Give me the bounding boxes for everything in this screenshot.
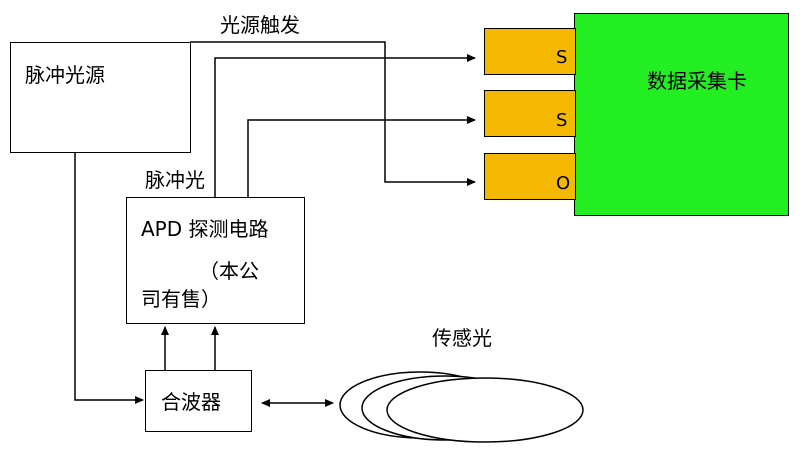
port-s-1-label: S xyxy=(556,47,568,68)
port-o: O xyxy=(484,153,576,200)
pulse-light-label: 脉冲光 xyxy=(145,168,205,192)
daq-label: 数据采集卡 xyxy=(647,69,747,93)
port-s-2-label: S xyxy=(556,110,568,131)
fiber-coil-3 xyxy=(386,377,584,443)
port-o-label: O xyxy=(556,173,571,194)
pulse-source-box: 脉冲光源 xyxy=(10,42,191,153)
apd-circuit-box: APD 探测电路 （本公 司有售） xyxy=(126,197,305,324)
source-to-combiner-wire xyxy=(74,152,144,404)
trigger-wire xyxy=(190,41,476,186)
apd-signal-wire-2 xyxy=(247,116,476,197)
apd-label-line3: 司有售） xyxy=(141,287,221,311)
pulse-source-label: 脉冲光源 xyxy=(25,63,105,87)
port-s-1: S xyxy=(484,28,576,75)
port-s-2: S xyxy=(484,90,576,137)
apd-signal-wire-1 xyxy=(214,54,476,197)
combiner-box: 合波器 xyxy=(145,370,252,432)
daq-card: 数据采集卡 xyxy=(574,13,789,216)
trigger-label: 光源触发 xyxy=(220,13,300,37)
apd-label-line1: APD 探测电路 xyxy=(141,217,269,241)
combiner-label: 合波器 xyxy=(161,390,221,414)
apd-label-line2: （本公 xyxy=(199,259,259,283)
sensing-light-label: 传感光 xyxy=(432,326,492,350)
